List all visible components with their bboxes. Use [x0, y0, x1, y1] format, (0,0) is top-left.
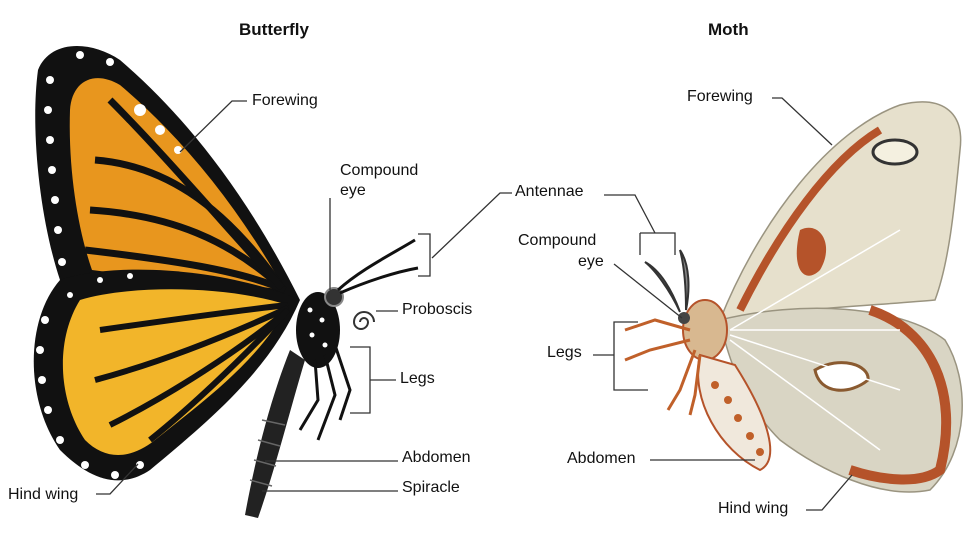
moth-antennae: [644, 249, 690, 313]
butterfly-illustration: [33, 46, 419, 518]
butterfly-label-forewing: Forewing: [252, 92, 318, 109]
moth-label-compound-eye-line2: eye: [578, 253, 604, 270]
label-antennae: Antennae: [515, 183, 584, 200]
moth-illustration: [624, 101, 963, 493]
moth-label-compound-eye-line1: Compound: [518, 232, 597, 249]
butterfly-label-abdomen: Abdomen: [402, 449, 471, 466]
butterfly-label-spiracle: Spiracle: [402, 479, 460, 496]
butterfly-abdomen: [245, 350, 305, 518]
moth-title: Moth: [708, 20, 749, 39]
moth-label-legs: Legs: [547, 344, 582, 361]
moth-label-forewing: Forewing: [687, 88, 753, 105]
leader-lines: [96, 97, 853, 511]
butterfly-proboscis: [352, 311, 375, 330]
butterfly-label-proboscis: Proboscis: [402, 301, 473, 318]
butterfly-label-legs: Legs: [400, 370, 435, 387]
butterfly-thorax: [296, 292, 340, 368]
butterfly-title: Butterfly: [239, 20, 309, 39]
moth-compound-eye: [678, 312, 690, 324]
butterfly-compound-eye: [324, 287, 344, 307]
moth-label-abdomen: Abdomen: [567, 450, 636, 467]
moth-label-hind-wing: Hind wing: [718, 500, 789, 517]
butterfly-label-hind-wing: Hind wing: [8, 486, 79, 503]
butterfly-label-compound-eye-line1: Compound: [340, 162, 419, 179]
butterfly-label-compound-eye-line2: eye: [340, 182, 366, 199]
